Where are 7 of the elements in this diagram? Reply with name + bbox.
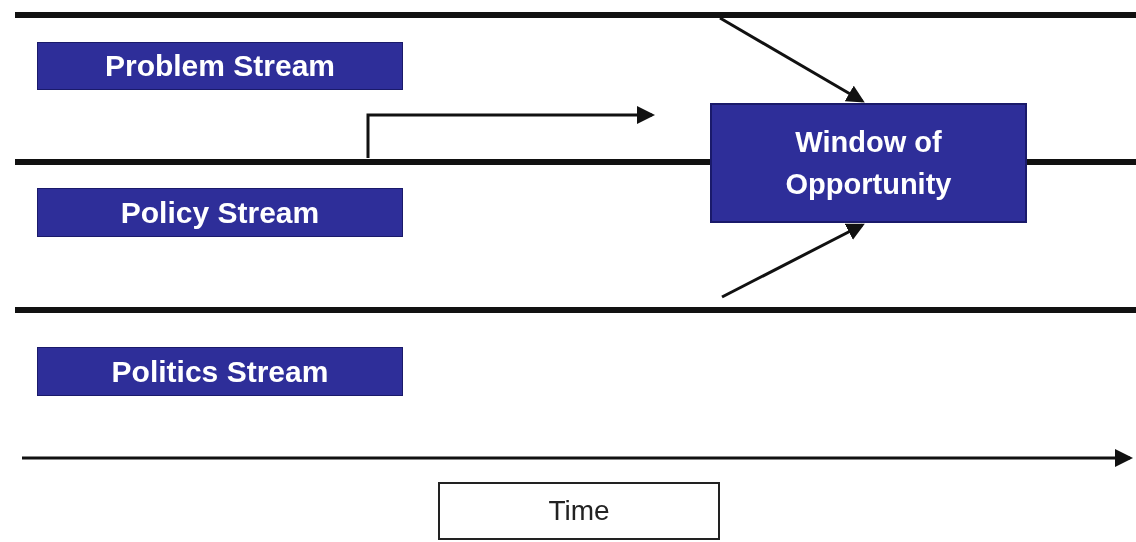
stream-label: Politics Stream xyxy=(37,347,403,396)
window-box: Window of Opportunity xyxy=(710,103,1027,223)
stream-label: Problem Stream xyxy=(37,42,403,90)
arrow xyxy=(721,223,865,299)
time-label: Time xyxy=(438,482,720,540)
stream-label: Policy Stream xyxy=(37,188,403,237)
arrow xyxy=(719,16,865,103)
